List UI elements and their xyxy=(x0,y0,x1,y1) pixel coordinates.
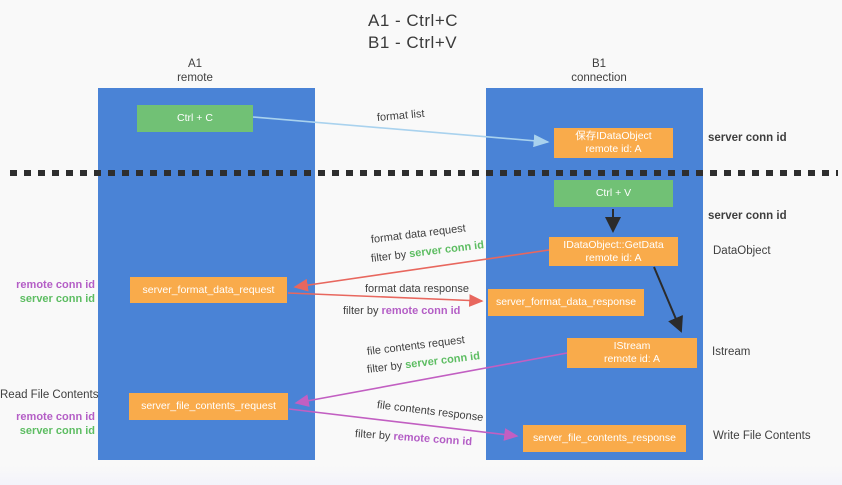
node-save-idataobject-sublabel: remote id: A xyxy=(585,143,642,155)
lane-a1-role: remote xyxy=(177,72,213,84)
lane-b1-role: connection xyxy=(571,72,627,84)
conn-id-stack-format: remote conn id server conn id xyxy=(0,278,95,306)
label-remote-conn-id-1: remote conn id xyxy=(16,279,95,291)
lane-header-a1: A1 remote xyxy=(135,57,255,85)
node-ctrl-c-label: Ctrl + C xyxy=(177,112,213,124)
filter-by-prefix: filter by xyxy=(354,428,391,443)
node-save-idataobject: 保存IDataObject remote id: A xyxy=(554,128,673,158)
node-server-format-data-response-label: server_format_data_response xyxy=(495,296,637,308)
lane-a1-name: A1 xyxy=(187,58,203,70)
title-line-b1: B1 - Ctrl+V xyxy=(368,33,458,52)
node-server-format-data-request-label: server_format_data_request xyxy=(142,283,275,296)
node-idataobject-getdata-label: IDataObject::GetData xyxy=(563,238,664,251)
label-format-data-response: format data response xyxy=(365,283,469,295)
node-istream-label: IStream xyxy=(613,340,651,352)
label-file-contents-response-filter: filter by remote conn id xyxy=(355,428,473,448)
node-ctrl-v-label: Ctrl + V xyxy=(595,187,632,199)
label-format-list: format list xyxy=(376,107,426,124)
node-server-format-data-response: server_format_data_response xyxy=(488,289,644,316)
filter-by-prefix: filter by xyxy=(343,305,379,317)
node-istream-sublabel: remote id: A xyxy=(603,353,661,365)
label-file-contents-response: file contents response xyxy=(376,399,484,424)
server-conn-id-key: server conn id xyxy=(408,239,485,261)
server-conn-id-key: server conn id xyxy=(404,350,481,372)
label-read-file-contents: Read File Contents xyxy=(0,389,99,401)
filter-by-prefix: filter by xyxy=(366,359,403,376)
node-server-file-contents-response-label: server_file_contents_response xyxy=(532,432,676,444)
label-remote-conn-id-2: remote conn id xyxy=(16,411,95,423)
filter-by-prefix: filter by xyxy=(370,248,407,265)
label-server-conn-id-mid: server conn id xyxy=(708,210,787,222)
node-save-idataobject-label: 保存IDataObject xyxy=(575,130,652,142)
node-ctrl-c: Ctrl + C xyxy=(137,105,253,132)
node-idataobject-getdata: IDataObject::GetData remote id: A xyxy=(549,237,678,266)
conn-id-stack-file: remote conn id server conn id xyxy=(0,410,95,438)
title-line-a1: A1 - Ctrl+C xyxy=(368,11,459,30)
node-server-file-contents-request-label: server_file_contents_request xyxy=(141,400,276,412)
label-write-file-contents: Write File Contents xyxy=(713,430,811,442)
node-server-format-data-request: server_format_data_request xyxy=(130,277,287,303)
label-dataobject: DataObject xyxy=(713,245,771,257)
node-idataobject-getdata-sublabel: remote id: A xyxy=(585,251,642,264)
node-server-file-contents-request: server_file_contents_request xyxy=(129,393,288,420)
label-server-conn-id-1: server conn id xyxy=(19,293,95,305)
label-format-data-response-filter: filter by remote conn id xyxy=(343,305,460,317)
label-server-conn-id-top: server conn id xyxy=(708,132,787,144)
label-istream: Istream xyxy=(712,346,751,358)
node-istream: IStream remote id: A xyxy=(567,338,697,368)
remote-conn-id-key: remote conn id xyxy=(393,430,473,449)
lane-b1-name: B1 xyxy=(591,58,607,70)
remote-conn-id-key: remote conn id xyxy=(381,305,461,317)
diagram-title: A1 - Ctrl+C B1 - Ctrl+V xyxy=(368,10,458,54)
node-server-file-contents-response: server_file_contents_response xyxy=(523,425,686,452)
lane-header-b1: B1 connection xyxy=(539,57,659,85)
node-ctrl-v: Ctrl + V xyxy=(554,180,673,207)
label-server-conn-id-2: server conn id xyxy=(19,425,95,437)
